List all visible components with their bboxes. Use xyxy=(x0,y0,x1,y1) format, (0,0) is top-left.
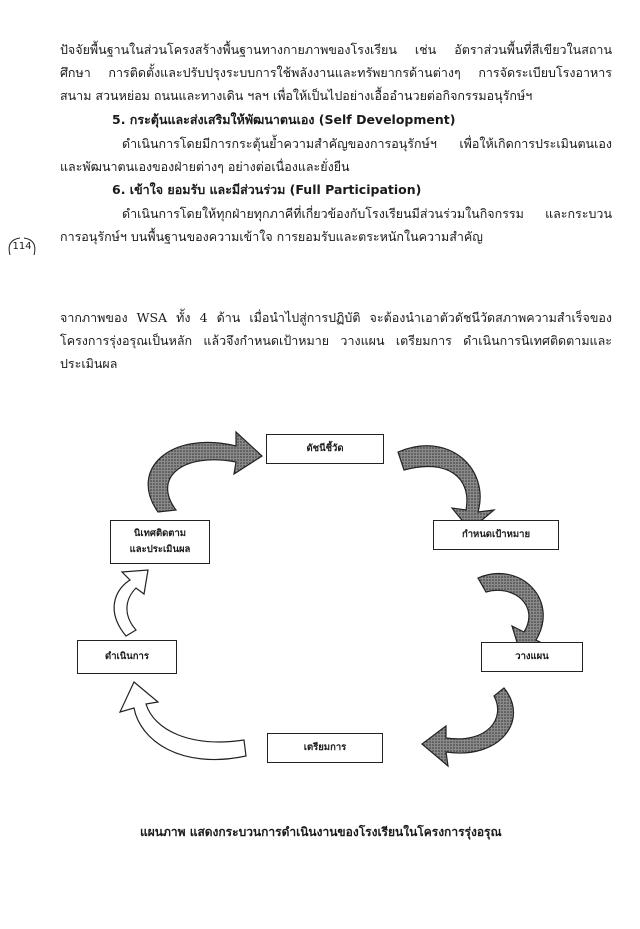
arrow-prepare-to-operate xyxy=(118,681,247,761)
arrow-goal-to-plan xyxy=(477,573,550,653)
paragraph-infrastructure: ปัจจัยพื้นฐานในส่วนโครงสร้างพื้นฐานทางกา… xyxy=(60,42,612,103)
box-plan: วางแผน xyxy=(481,642,583,672)
paragraph-full-participation: ดำเนินการโดยให้ทุกฝ่ายทุกภาคีที่เกี่ยวข้… xyxy=(60,206,612,244)
heading-full-participation: 6. เข้าใจ ยอมรับ และมีส่วนร่วม (Full Par… xyxy=(112,182,422,197)
box-goal: กำหนดเป้าหมาย xyxy=(433,520,559,550)
paragraph-self-development: ดำเนินการโดยมีการกระตุ้นย้ำความสำคัญของก… xyxy=(60,136,612,174)
paragraph-wsa: จากภาพของ WSA ทั้ง 4 ด้าน เมื่อนำไปสู่กา… xyxy=(60,310,612,371)
arrow-indicator-to-goal xyxy=(397,445,496,531)
heading-self-development: 5. กระตุ้นและส่งเสริมให้พัฒนาตนเอง (Self… xyxy=(112,112,456,127)
arrow-plan-to-prepare xyxy=(421,687,515,768)
arrow-supervise-to-indicator xyxy=(147,430,263,513)
page-number-bracket xyxy=(8,237,36,256)
box-supervise-line2: และประเมินผล xyxy=(129,544,191,555)
page-number-text: 114 xyxy=(12,241,32,252)
box-supervise-line1: นิเทศติดตาม xyxy=(133,528,187,539)
page-number: 114 xyxy=(4,236,40,256)
arrow-operate-to-supervise xyxy=(113,569,149,637)
box-indicator: ดัชนีชี้วัด xyxy=(266,434,384,464)
box-prepare: เตรียมการ xyxy=(267,733,383,763)
box-operate: ดำเนินการ xyxy=(77,640,177,674)
figure-caption: แผนภาพ แสดงกระบวนการดำเนินงานของโรงเรียน… xyxy=(140,825,502,839)
box-supervise: นิเทศติดตาม และประเมินผล xyxy=(110,520,210,564)
